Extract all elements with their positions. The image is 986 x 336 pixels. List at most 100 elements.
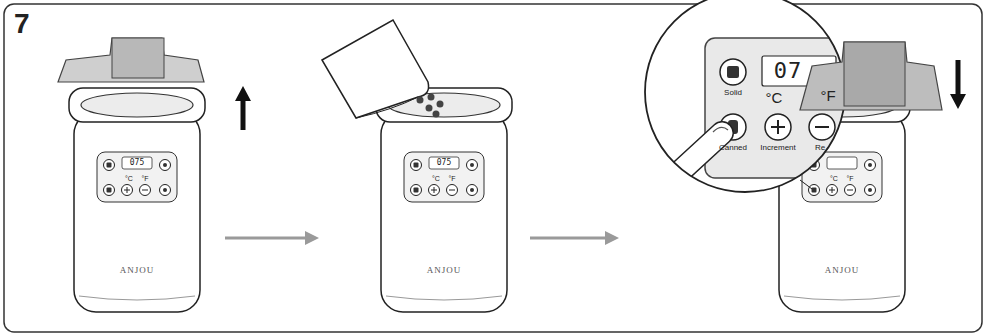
- minus-icon: [142, 190, 148, 191]
- button-icon: [868, 188, 872, 192]
- finger-outline: [660, 133, 722, 190]
- button: [865, 160, 876, 171]
- button-icon: [107, 188, 112, 193]
- base-line: [386, 296, 502, 300]
- down-arrow-shaft: [956, 60, 961, 95]
- lid-handle: [844, 42, 905, 106]
- brand-logo: ANJOU: [825, 266, 860, 275]
- button-icon: [470, 163, 474, 167]
- button: [809, 185, 820, 196]
- button-icon: [470, 188, 474, 192]
- button-icon: [868, 163, 872, 167]
- lid-handle: [112, 38, 164, 78]
- minus-icon: [847, 190, 853, 191]
- display: [429, 157, 459, 169]
- appliance: [376, 88, 512, 312]
- rim: [69, 88, 205, 122]
- unit-label: °F: [448, 175, 455, 182]
- button: [467, 160, 478, 171]
- plus-icon: [771, 120, 785, 134]
- step-arrow-shaft: [530, 237, 606, 240]
- step-frame: [4, 4, 982, 332]
- step-arrow-head: [305, 231, 319, 245]
- button: [447, 185, 458, 196]
- button-icon: [163, 188, 167, 192]
- solid-button: [720, 59, 746, 85]
- opening: [81, 93, 193, 117]
- button: [865, 185, 876, 196]
- finger: [660, 133, 722, 190]
- control-panel: [97, 152, 177, 202]
- button: [411, 160, 422, 171]
- button: [104, 185, 115, 196]
- display-reading: 075: [437, 159, 451, 167]
- unit-label: °F: [846, 175, 853, 182]
- up-arrow-shaft: [241, 100, 246, 130]
- minus-icon: [449, 190, 455, 191]
- lid: [800, 42, 942, 110]
- button: [122, 185, 133, 196]
- unit-label: °F: [141, 175, 148, 182]
- plus-icon: [829, 187, 835, 193]
- button-label: Solid: [724, 89, 742, 97]
- water-drop: [426, 105, 433, 112]
- minus-icon: [815, 126, 829, 128]
- appliance-body: [74, 112, 200, 312]
- button: [160, 160, 171, 171]
- solid-icon: [727, 66, 739, 78]
- button-icon: [163, 163, 167, 167]
- down-arrow-head: [950, 94, 966, 109]
- increment-button: [765, 114, 791, 140]
- brand-logo: ANJOU: [427, 266, 462, 275]
- water-drop: [417, 97, 424, 104]
- appliance-body: [381, 112, 507, 312]
- step-arrow-head: [605, 231, 619, 245]
- lid-shell: [58, 38, 204, 82]
- display: [827, 157, 857, 169]
- unit-label: °F: [820, 88, 835, 103]
- button-label: Increment: [760, 144, 796, 152]
- button-icon: [414, 188, 419, 193]
- fingernail: [713, 127, 728, 132]
- button: [104, 160, 115, 171]
- button: [827, 185, 838, 196]
- step-number: 7: [14, 10, 30, 38]
- button: [411, 185, 422, 196]
- unit-label: °C: [766, 90, 783, 105]
- button: [845, 185, 856, 196]
- unit-label: °C: [432, 175, 440, 182]
- display-reading: 07: [774, 60, 803, 82]
- display: [122, 157, 152, 169]
- button-icon: [414, 163, 419, 168]
- up-arrow-head: [235, 86, 251, 101]
- appliance: [69, 88, 205, 312]
- button-label: Re: [815, 144, 825, 152]
- button-label: Canned: [719, 144, 747, 152]
- reduce-button: [809, 114, 835, 140]
- step-arrow-shaft: [225, 237, 306, 240]
- button: [429, 185, 440, 196]
- base-line: [784, 296, 900, 300]
- lid: [58, 38, 204, 82]
- water-drop: [428, 94, 435, 101]
- unit-label: °C: [830, 175, 838, 182]
- plus-icon: [124, 187, 130, 193]
- pitcher-mouth: [356, 97, 418, 118]
- plus-icon: [431, 187, 437, 193]
- base-line: [79, 296, 195, 300]
- leader-line: [800, 180, 812, 189]
- button-icon: [107, 163, 112, 168]
- control-panel: [404, 152, 484, 202]
- button-icon: [812, 188, 817, 193]
- brand-logo: ANJOU: [120, 266, 155, 275]
- display-reading: 075: [130, 159, 144, 167]
- lid-shell: [800, 42, 942, 110]
- unit-label: °C: [125, 175, 133, 182]
- button: [467, 185, 478, 196]
- button: [140, 185, 151, 196]
- water-drop: [433, 111, 440, 118]
- button: [160, 185, 171, 196]
